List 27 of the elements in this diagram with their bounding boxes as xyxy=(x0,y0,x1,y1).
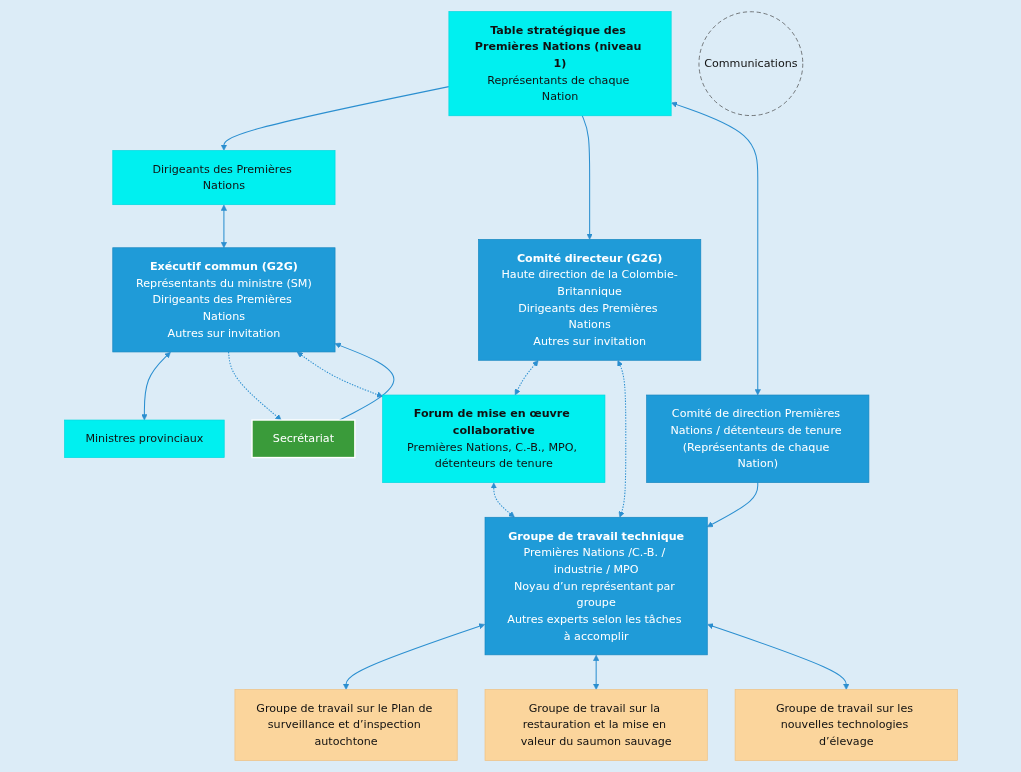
arrow xyxy=(334,342,394,421)
arrow xyxy=(220,86,449,151)
node-box: Secrétariat xyxy=(250,419,356,459)
node-box: Groupe de travail sur les nouvelles technologies d’élevage xyxy=(734,689,958,761)
arrow xyxy=(296,351,383,398)
node-box: Dirigeants des Premières Nations xyxy=(111,150,335,206)
arrow xyxy=(592,654,599,690)
arrow xyxy=(581,115,593,240)
node-box: Ministres provinciaux xyxy=(63,419,225,458)
node-box: Exécutif commun (G2G) Représentants du ministre (SM) Dirigeants des Premières Nations Autres sur invitation xyxy=(111,247,335,353)
arrow xyxy=(140,351,171,421)
node-box: Groupe de travail technique Premières Nations /C.-B. / industrie / MPO Noyau d’un représentant par groupe Autres experts selon les tâches à accomplir xyxy=(484,516,708,656)
arrow xyxy=(220,204,227,249)
node-circle: Communications xyxy=(698,11,803,116)
node-box: Groupe de travail sur le Plan de surveillance et d’inspection autochtone xyxy=(234,689,458,761)
arrow xyxy=(706,482,758,528)
arrow xyxy=(490,482,515,518)
node-box: Groupe de travail sur la restauration et la mise en valeur du saumon sauvage xyxy=(484,689,708,761)
node-box: Comité directeur (G2G) Haute direction de la Colombie-Britannique Dirigeants des Premières Nations Autres sur invitation xyxy=(477,239,701,361)
node-box: Table stratégique des Premières Nations (niveau 1) Représentants de chaque Nation xyxy=(448,11,672,117)
node-box: Forum de mise en œuvre collaborative Premières Nations, C.-B., MPO, détenteurs de tenure xyxy=(381,394,605,483)
arrow xyxy=(514,360,538,396)
arrow xyxy=(706,623,849,690)
arrow xyxy=(342,623,485,690)
arrow xyxy=(616,360,626,518)
node-box: Comité de direction Premières Nations / détenteurs de tenure (Représentants de chaque Nation) xyxy=(645,394,869,483)
arrow xyxy=(670,101,761,396)
